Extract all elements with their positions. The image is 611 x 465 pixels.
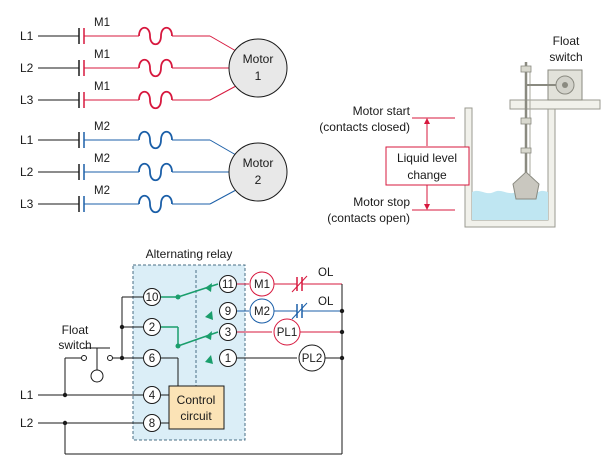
- terminal-1: 1: [219, 349, 237, 367]
- motor-number: 2: [255, 173, 262, 187]
- line-label: L3: [20, 197, 34, 211]
- overload-label: OL: [318, 296, 334, 308]
- ladder-l1-label: L1: [20, 388, 34, 402]
- line-label: L1: [20, 133, 34, 147]
- contact-label: M2: [94, 121, 110, 133]
- motor-name: Motor: [243, 156, 274, 170]
- terminal-8: 8: [143, 414, 161, 432]
- motor1-line-l1: L1 M1: [20, 17, 237, 52]
- motor2-circuit: L1 M2 L2 M2 L3: [20, 121, 288, 214]
- motor-start-label: (contacts closed): [319, 120, 410, 134]
- svg-text:M1: M1: [254, 279, 270, 291]
- liquid-level-label: Liquid level: [397, 151, 457, 165]
- motor2-line-l3: L3 M2: [20, 185, 237, 214]
- line-label: L1: [20, 29, 34, 43]
- svg-text:6: 6: [149, 353, 155, 365]
- contact-label: M2: [94, 185, 110, 197]
- svg-text:10: 10: [146, 292, 159, 304]
- svg-text:8: 8: [149, 418, 155, 430]
- svg-text:9: 9: [225, 306, 231, 318]
- motor1-line-l2: L2 M1: [20, 49, 229, 78]
- contact-label: M1: [94, 81, 110, 93]
- motor2: Motor 2: [228, 142, 288, 202]
- motor-stop-label: (contacts open): [327, 211, 410, 225]
- svg-text:PL1: PL1: [277, 327, 297, 339]
- mounting-bracket: [509, 99, 601, 110]
- terminal-4: 4: [143, 386, 161, 404]
- ladder-float-switch-label: switch: [58, 338, 91, 352]
- svg-text:1: 1: [225, 353, 231, 365]
- motor-name: Motor: [243, 52, 274, 66]
- liquid-level-label: change: [407, 168, 447, 182]
- line-label: L3: [20, 93, 34, 107]
- svg-text:2: 2: [149, 322, 155, 334]
- motor1-line-l3: L3 M1: [20, 81, 237, 110]
- contact-label: M1: [94, 49, 110, 61]
- alternating-relay-title: Alternating relay: [146, 247, 233, 261]
- terminal-3: 3: [219, 323, 237, 341]
- motor-stop-label: Motor stop: [353, 195, 410, 209]
- contact-label: M2: [94, 153, 110, 165]
- float: [512, 171, 540, 200]
- ladder-l2-label: L2: [20, 416, 34, 430]
- terminal-2: 2: [143, 318, 161, 336]
- relay-ladder-diagram: Alternating relay Control circuit Float …: [20, 247, 345, 455]
- control-circuit-label: Control: [177, 393, 216, 407]
- float-switch-title: Float: [553, 34, 580, 48]
- svg-text:4: 4: [149, 390, 156, 402]
- terminal-11: 11: [219, 275, 237, 293]
- control-circuit: [168, 385, 225, 430]
- ladder-float-switch-label: Float: [62, 323, 89, 337]
- svg-text:3: 3: [225, 327, 231, 339]
- motor1-circuit: L1 M1 L2 M1 L3: [20, 17, 288, 110]
- svg-text:PL2: PL2: [302, 353, 322, 365]
- line-label: L2: [20, 165, 34, 179]
- contact-label: M1: [94, 17, 110, 29]
- control-circuit-label: circuit: [180, 409, 212, 423]
- float-switch-title: switch: [549, 50, 582, 64]
- pilot-light-1: PL1: [273, 318, 301, 346]
- motor2-line-l2: L2 M2: [20, 153, 229, 182]
- liquid-level-box: [385, 146, 470, 186]
- m1-coil: M1: [249, 271, 275, 297]
- pilot-light-2: PL2: [298, 344, 326, 372]
- line-label: L2: [20, 61, 34, 75]
- terminal-10: 10: [143, 288, 161, 306]
- overload-contact-m2: OL: [291, 296, 334, 320]
- float-tank-illustration: Float switch Motor start (contacts close…: [319, 34, 601, 228]
- terminal-6: 6: [143, 349, 161, 367]
- relay-switch-contacts: [161, 283, 219, 364]
- overload-contact-m1: OL: [291, 267, 334, 293]
- svg-text:M2: M2: [254, 306, 270, 318]
- motor-number: 1: [255, 69, 262, 83]
- m2-coil: M2: [249, 298, 275, 324]
- motor2-line-l1: L1 M2: [20, 121, 237, 156]
- terminal-9: 9: [219, 302, 237, 320]
- motor-start-label: Motor start: [353, 104, 411, 118]
- motor1: Motor 1: [228, 38, 288, 98]
- overload-label: OL: [318, 267, 334, 279]
- svg-text:11: 11: [222, 279, 234, 291]
